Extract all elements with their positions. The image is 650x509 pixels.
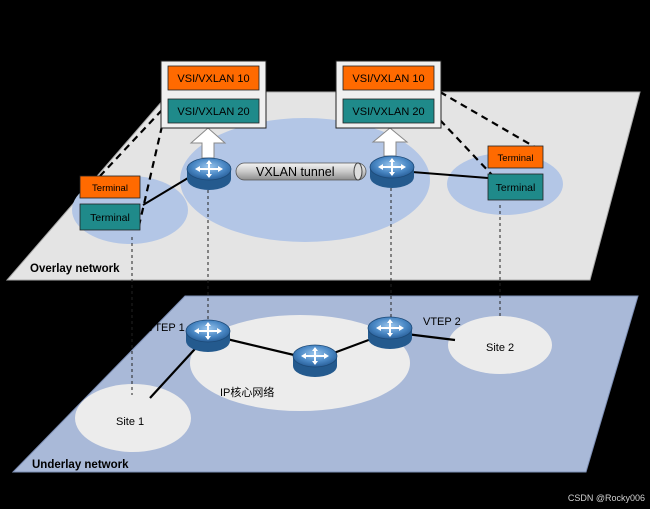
terminal-right-top: Terminal <box>498 153 534 164</box>
vsi-right-top: VSI/VXLAN 10 <box>352 73 424 85</box>
underlay-label: Underlay network <box>32 459 129 471</box>
overlay-label: Overlay network <box>30 263 120 275</box>
vtep1-router-icon <box>185 319 231 353</box>
vtep2-router-icon <box>367 316 413 350</box>
site2-zone <box>448 316 552 374</box>
arrow-up-left-icon <box>189 127 227 159</box>
terminal-links <box>142 171 489 206</box>
terminals-left: Terminal Terminal <box>79 175 141 231</box>
terminals-right: Terminal Terminal <box>487 145 544 201</box>
vsi-box-right: VSI/VXLAN 10 VSI/VXLAN 20 <box>335 60 442 129</box>
terminal-left-top: Terminal <box>92 183 128 194</box>
vsi-left-top: VSI/VXLAN 10 <box>177 73 249 85</box>
terminal-left-bottom: Terminal <box>90 212 130 224</box>
overlay-vtep-left-router-icon <box>186 157 232 191</box>
vxlan-tunnel: VXLAN tunnel <box>235 162 367 181</box>
site2-label: Site 2 <box>486 342 514 354</box>
terminal-right-bottom: Terminal <box>496 182 536 194</box>
ip-core-label: IP核心网络 <box>220 385 274 399</box>
vsi-left-bottom: VSI/VXLAN 20 <box>177 106 249 118</box>
vtep1-label: VTEP 1 <box>147 322 185 334</box>
overlay-vtep-right-router-icon <box>369 155 415 189</box>
watermark: CSDN @Rocky006 <box>568 493 645 503</box>
site1-zone <box>75 384 191 452</box>
plane-mapping-lines <box>131 188 501 395</box>
vtep2-label: VTEP 2 <box>423 316 461 328</box>
arrow-up-right-icon <box>371 127 409 157</box>
site1-label: Site 1 <box>116 416 144 428</box>
vsi-box-left: VSI/VXLAN 10 VSI/VXLAN 20 <box>160 60 267 129</box>
vsi-callout-lines <box>99 91 541 231</box>
vsi-right-bottom: VSI/VXLAN 20 <box>352 106 424 118</box>
p-router-icon <box>292 344 338 378</box>
vxlan-tunnel-label: VXLAN tunnel <box>256 165 335 179</box>
